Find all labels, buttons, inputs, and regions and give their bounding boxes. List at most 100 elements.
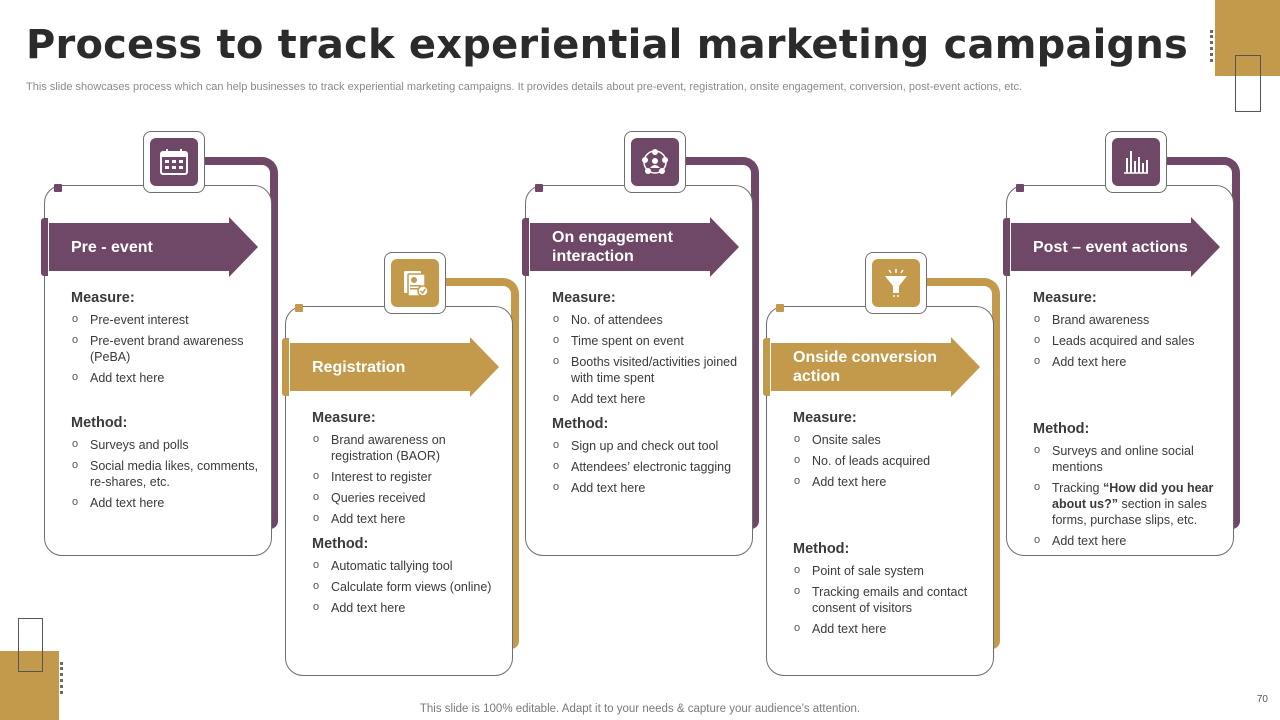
- list-item: Brand awareness on registration (BAOR): [312, 431, 507, 464]
- corner-decoration-top-right: [1215, 0, 1280, 76]
- list-item: Social media likes, comments, re-shares,…: [71, 457, 266, 490]
- card-bracket: [391, 278, 519, 649]
- page-subtitle: This slide showcases process which can h…: [26, 81, 1023, 93]
- icon-frame: [384, 252, 446, 314]
- measure-list: Pre-event interest Pre-event brand aware…: [71, 311, 266, 386]
- bar-chart-icon: [1124, 151, 1148, 174]
- list-item: Interest to register: [312, 468, 507, 485]
- tracking-suffix: section in sales forms, purchase slips, …: [1052, 497, 1207, 527]
- documents-check-icon: [404, 271, 429, 297]
- measure-heading: Measure:: [793, 410, 857, 426]
- card-heading: Post – event actions: [1033, 238, 1188, 256]
- list-item: Tracking emails and contact consent of v…: [793, 583, 988, 616]
- list-item: Calculate form views (online): [312, 578, 507, 595]
- dotted-decoration-top-right: [1210, 30, 1217, 62]
- heading-tab: [1003, 218, 1010, 276]
- list-item: Pre-event interest: [71, 311, 266, 328]
- card-content: Measure: Brand awareness Leads acquired …: [1033, 290, 1231, 554]
- corner-decoration-bottom-left: [0, 651, 59, 720]
- card-content: Measure: Brand awareness on registration…: [312, 410, 507, 621]
- tracking-prefix: Tracking: [1052, 481, 1103, 495]
- page-number: 70: [1256, 694, 1268, 705]
- card-heading: Registration: [312, 358, 406, 376]
- list-item: Add text here: [1033, 532, 1231, 549]
- list-item: Add text here: [312, 510, 507, 527]
- card-heading: Onside conversion action: [793, 349, 938, 385]
- outline-decoration-top-right: [1235, 55, 1261, 112]
- list-item: Attendees’ electronic tagging: [552, 458, 747, 475]
- list-item: Automatic tallying tool: [312, 557, 507, 574]
- list-item: Sign up and check out tool: [552, 437, 747, 454]
- measure-list: Brand awareness Leads acquired and sales…: [1033, 311, 1231, 370]
- card-bracket: [631, 157, 759, 529]
- icon-frame: [143, 131, 205, 193]
- card-content: Measure: Pre-event interest Pre-event br…: [71, 290, 266, 516]
- icon-frame: [865, 252, 927, 314]
- heading-tab: [282, 338, 289, 396]
- connector-dot: [776, 304, 784, 312]
- list-item: Add text here: [793, 620, 988, 637]
- heading-tab: [41, 218, 48, 276]
- page-title: Process to track experiential marketing …: [26, 22, 1189, 68]
- connector-dot: [54, 184, 62, 192]
- connector-dot: [535, 184, 543, 192]
- measure-list: Onsite sales No. of leads acquired Add t…: [793, 431, 988, 490]
- card-bracket: [1112, 157, 1240, 529]
- card-bracket: [150, 157, 278, 529]
- outline-decoration-bottom-left: [18, 618, 43, 672]
- list-item: Queries received: [312, 489, 507, 506]
- list-item: Booths visited/activities joined with ti…: [552, 353, 747, 386]
- method-heading: Method:: [71, 415, 128, 431]
- measure-heading: Measure:: [1033, 290, 1097, 306]
- list-item: Brand awareness: [1033, 311, 1231, 328]
- list-item: Add text here: [793, 473, 988, 490]
- list-item: Add text here: [552, 479, 747, 496]
- list-item: Tracking “How did you hear about us?” se…: [1033, 479, 1231, 528]
- heading-arrow: [290, 337, 499, 397]
- heading-arrow: [1011, 217, 1220, 277]
- list-item: Time spent on event: [552, 332, 747, 349]
- card-content: Measure: Onsite sales No. of leads acqui…: [793, 410, 988, 642]
- list-item: Add text here: [1033, 353, 1231, 370]
- heading-arrow: [49, 217, 258, 277]
- heading-tab: [763, 338, 770, 396]
- icon-frame: [1105, 131, 1167, 193]
- measure-heading: Measure:: [312, 410, 376, 426]
- list-item: Add text here: [312, 599, 507, 616]
- connector-dot: [1016, 184, 1024, 192]
- dotted-decoration-bottom-left: [60, 662, 67, 694]
- heading-arrow: [530, 217, 739, 277]
- tracking-question: “How did you hear about us?”: [1052, 481, 1214, 511]
- method-list: Sign up and check out tool Attendees’ el…: [552, 437, 747, 496]
- list-item: Point of sale system: [793, 562, 988, 579]
- icon-frame: [624, 131, 686, 193]
- people-network-icon: [642, 149, 668, 174]
- list-item: Surveys and polls: [71, 436, 266, 453]
- list-item: Leads acquired and sales: [1033, 332, 1231, 349]
- method-heading: Method:: [1033, 421, 1090, 437]
- list-item: Pre-event brand awareness (PeBA): [71, 332, 266, 365]
- list-item: No. of attendees: [552, 311, 747, 328]
- heading-tab: [522, 218, 529, 276]
- funnel-icon: [885, 269, 907, 297]
- method-list: Surveys and online social mentions Track…: [1033, 442, 1231, 549]
- measure-list: No. of attendees Time spent on event Boo…: [552, 311, 747, 407]
- footer-note: This slide is 100% editable. Adapt it to…: [419, 703, 861, 715]
- card-bracket: [872, 278, 1000, 649]
- measure-heading: Measure:: [71, 290, 135, 306]
- list-item: No. of leads acquired: [793, 452, 988, 469]
- list-item: Add text here: [71, 494, 266, 511]
- measure-heading: Measure:: [552, 290, 616, 306]
- method-heading: Method:: [312, 536, 369, 552]
- list-item: Add text here: [552, 390, 747, 407]
- method-list: Surveys and polls Social media likes, co…: [71, 436, 266, 511]
- list-item: Add text here: [71, 369, 266, 386]
- method-heading: Method:: [552, 416, 609, 432]
- method-list: Point of sale system Tracking emails and…: [793, 562, 988, 637]
- calendar-icon: [160, 149, 188, 175]
- card-heading: Pre - event: [71, 238, 153, 256]
- card-content: Measure: No. of attendees Time spent on …: [552, 290, 747, 501]
- list-item: Onsite sales: [793, 431, 988, 448]
- card-heading: On engagement interaction: [552, 229, 673, 265]
- method-list: Automatic tallying tool Calculate form v…: [312, 557, 507, 616]
